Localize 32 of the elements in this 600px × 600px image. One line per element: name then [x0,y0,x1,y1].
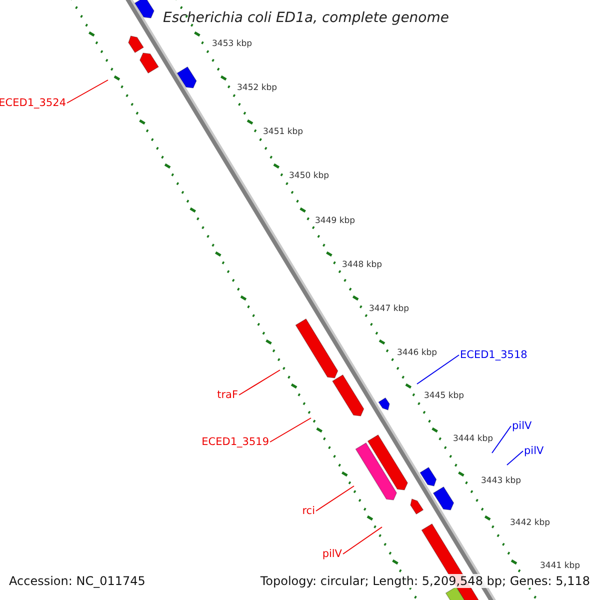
leader-line [492,426,512,454]
leader-line [66,80,108,104]
leader-line [506,450,524,466]
tick-label: 3442 kbp [510,517,550,530]
gene-label: pilV [322,547,342,561]
tick-label: 3445 kbp [424,390,464,403]
gene-label: rci [302,504,315,518]
tick-label: 3453 kbp [212,38,252,51]
tick-label: 3446 kbp [397,347,438,360]
gene-label: traF [217,388,238,402]
tick-label: 3451 kbp [263,126,304,139]
tick-label: 3452 kbp [237,82,278,95]
leader-line [342,526,382,554]
gene-label: pilV [512,419,532,433]
gene-label: ECED1_3518 [460,348,528,362]
genome-stats-text: Topology: circular; Length: 5,209,548 bp; Genes: 5,118 [260,574,590,588]
tick-label: 3444 kbp [453,433,494,446]
gene-label: ECED1_3519 [202,435,269,449]
leader-line [270,418,312,442]
tick-label: 3441 kbp [540,560,580,573]
gene-label: pilV [524,444,544,458]
tick-label: 3450 kbp [289,170,330,183]
tick-label: 3447 kbp [369,303,410,316]
leader-line [316,486,354,512]
accession-text: Accession: NC_011745 [9,574,146,588]
tick-label: 3449 kbp [315,215,356,228]
gene-label: ECED1_3524 [0,96,66,110]
tick-label: 3448 kbp [342,259,382,272]
leader-line [416,354,460,384]
tick-label: 3443 kbp [481,475,522,488]
genome-title: Escherichia coli ED1a, complete genome [163,9,449,27]
leader-line [238,370,280,396]
